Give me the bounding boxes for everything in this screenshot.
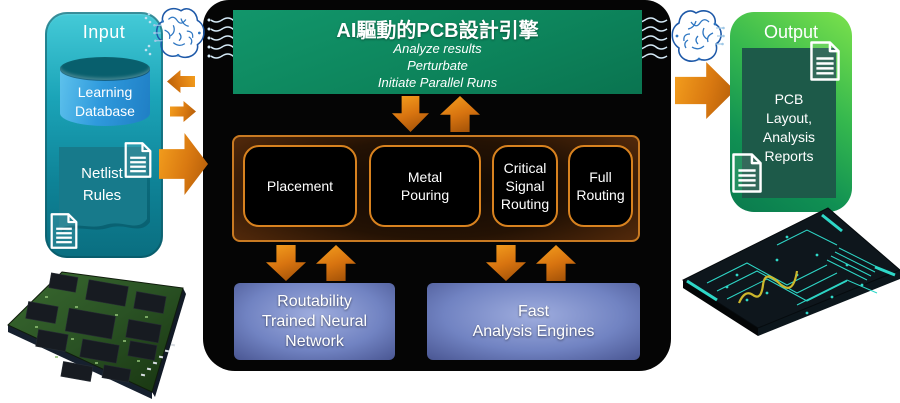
arrow-right-icon (170, 101, 196, 122)
label-line: Layout, (766, 110, 812, 126)
module-label-line: Fast (517, 302, 550, 320)
dots-decoration (144, 12, 152, 56)
netlist-rules-label: Netlist Rules (58, 163, 146, 207)
module-label-line: Routability (277, 292, 352, 310)
document-icon (731, 152, 763, 194)
stage-label-line: Placement (266, 178, 334, 194)
document-icon (123, 141, 153, 179)
stage-label-line: Routing (576, 187, 625, 203)
module-fast-analysis-engines: Fast Analysis Engines (427, 283, 640, 360)
module-label-line: Analysis Engines (472, 322, 595, 340)
engine-title: AI驅動的PCB設計引擎 (336, 20, 539, 42)
label-line: Reports (764, 148, 814, 164)
stage-label-line: Critical (503, 160, 547, 176)
label-line: Database (75, 103, 135, 119)
learning-database-cylinder-top (60, 57, 150, 80)
module-label-line: Trained Neural (261, 312, 368, 330)
stage-label-line: Full (589, 169, 612, 185)
label-line: Analysis (762, 129, 816, 145)
stage-label-line: Signal (505, 178, 545, 194)
stage-metal-pouring: Metal Pouring (369, 145, 481, 227)
module-routability-neural-network: Routability Trained Neural Network (234, 283, 395, 360)
engine-header (233, 10, 642, 94)
engine-notes: Analyze results Perturbate Initiate Para… (233, 40, 642, 91)
document-icon (809, 40, 841, 82)
label-line: PCB (774, 91, 804, 107)
label-line: Netlist (81, 165, 123, 182)
engine-note-line: Analyze results (393, 41, 482, 56)
stage-label-line: Metal (407, 169, 443, 185)
output-report-label: PCB Layout, Analysis Reports (742, 90, 836, 166)
pcb-photo-output (681, 207, 900, 336)
arrow-input-to-engine (159, 133, 208, 195)
pcb-photo-input (7, 271, 186, 399)
module-label-line: Network (285, 332, 344, 350)
stage-label-line: Pouring (400, 187, 450, 203)
stage-full-routing: Full Routing (568, 145, 633, 227)
stage-label-line: Routing (500, 196, 550, 212)
document-icon (49, 212, 79, 250)
label-line: Rules (82, 187, 122, 204)
brain-circuit-icon (666, 6, 726, 66)
stage-placement: Placement (243, 145, 357, 227)
stage-critical-signal-routing: Critical Signal Routing (492, 145, 558, 227)
input-title: Input (82, 22, 126, 42)
arrow-engine-to-output (675, 62, 735, 119)
learning-database-label: Learning Database (60, 83, 150, 121)
brain-circuit-icon (152, 4, 210, 62)
arrow-left-icon (167, 70, 195, 93)
engine-note-line: Initiate Parallel Runs (377, 75, 498, 90)
label-line: Learning (77, 84, 133, 100)
engine-note-line: Perturbate (407, 58, 468, 73)
output-title: Output (763, 22, 819, 42)
